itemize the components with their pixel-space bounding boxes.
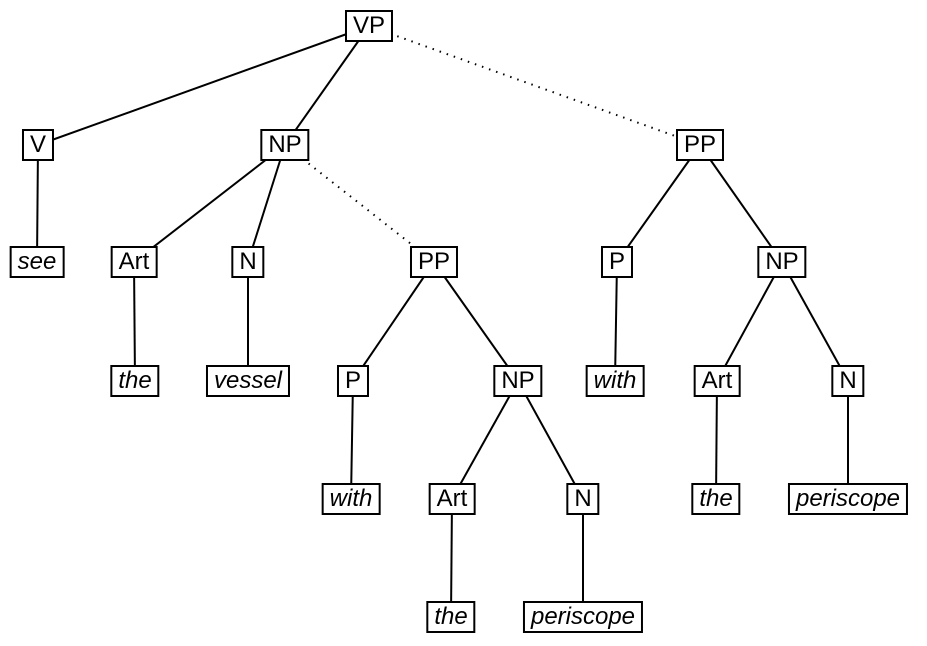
tree-edge-vp-v: [37, 25, 370, 146]
tree-node-see: see: [9, 246, 65, 278]
tree-edge-np1-art1: [133, 144, 286, 263]
tree-node-p1: P: [336, 365, 370, 397]
tree-node-art3: Art: [693, 365, 741, 397]
tree-edge-p2-with2: [614, 261, 618, 382]
tree-edge-pp1-np2: [433, 261, 519, 382]
tree-edge-np3-n3: [781, 261, 849, 382]
tree-node-the1: the: [110, 365, 160, 397]
tree-node-vessel: vessel: [205, 365, 291, 397]
tree-node-p2: P: [600, 246, 634, 278]
tree-node-vp: VP: [344, 10, 394, 42]
tree-node-periscope1: periscope: [522, 601, 644, 633]
tree-node-np1: NP: [260, 129, 310, 161]
tree-edge-p1-with1: [350, 380, 354, 500]
tree-edge-vp-pp2-dotted: [368, 25, 701, 146]
tree-edge-pp2-p2: [616, 144, 701, 263]
tree-edge-art2-the2: [450, 498, 453, 618]
tree-node-periscope2: periscope: [787, 483, 909, 515]
tree-edge-art1-the1: [133, 261, 136, 382]
tree-node-v: V: [21, 129, 55, 161]
tree-edge-vp-np1: [284, 25, 370, 146]
tree-node-np3: NP: [757, 246, 807, 278]
tree-node-n2: N: [566, 483, 600, 515]
tree-edge-art3-the3: [715, 380, 718, 500]
tree-node-with2: with: [585, 365, 645, 397]
tree-edge-np2-n2: [517, 380, 584, 500]
tree-edge-np3-art3: [716, 261, 783, 382]
tree-edge-np1-n1: [247, 144, 286, 263]
tree-node-pp2: PP: [675, 129, 725, 161]
tree-node-pp1: PP: [409, 246, 459, 278]
tree-node-art2: Art: [428, 483, 476, 515]
tree-edge-np1-pp1-dotted: [284, 144, 435, 263]
tree-edge-pp2-np3: [699, 144, 783, 263]
tree-node-art1: Art: [110, 246, 158, 278]
tree-edge-np2-art2: [451, 380, 519, 500]
tree-node-with1: with: [321, 483, 381, 515]
tree-node-np2: NP: [493, 365, 543, 397]
tree-node-n3: N: [831, 365, 865, 397]
tree-node-the2: the: [426, 601, 476, 633]
tree-node-the3: the: [691, 483, 741, 515]
tree-edge-v-see: [36, 144, 39, 263]
tree-edge-pp1-p1: [352, 261, 435, 382]
tree-node-n1: N: [231, 246, 265, 278]
